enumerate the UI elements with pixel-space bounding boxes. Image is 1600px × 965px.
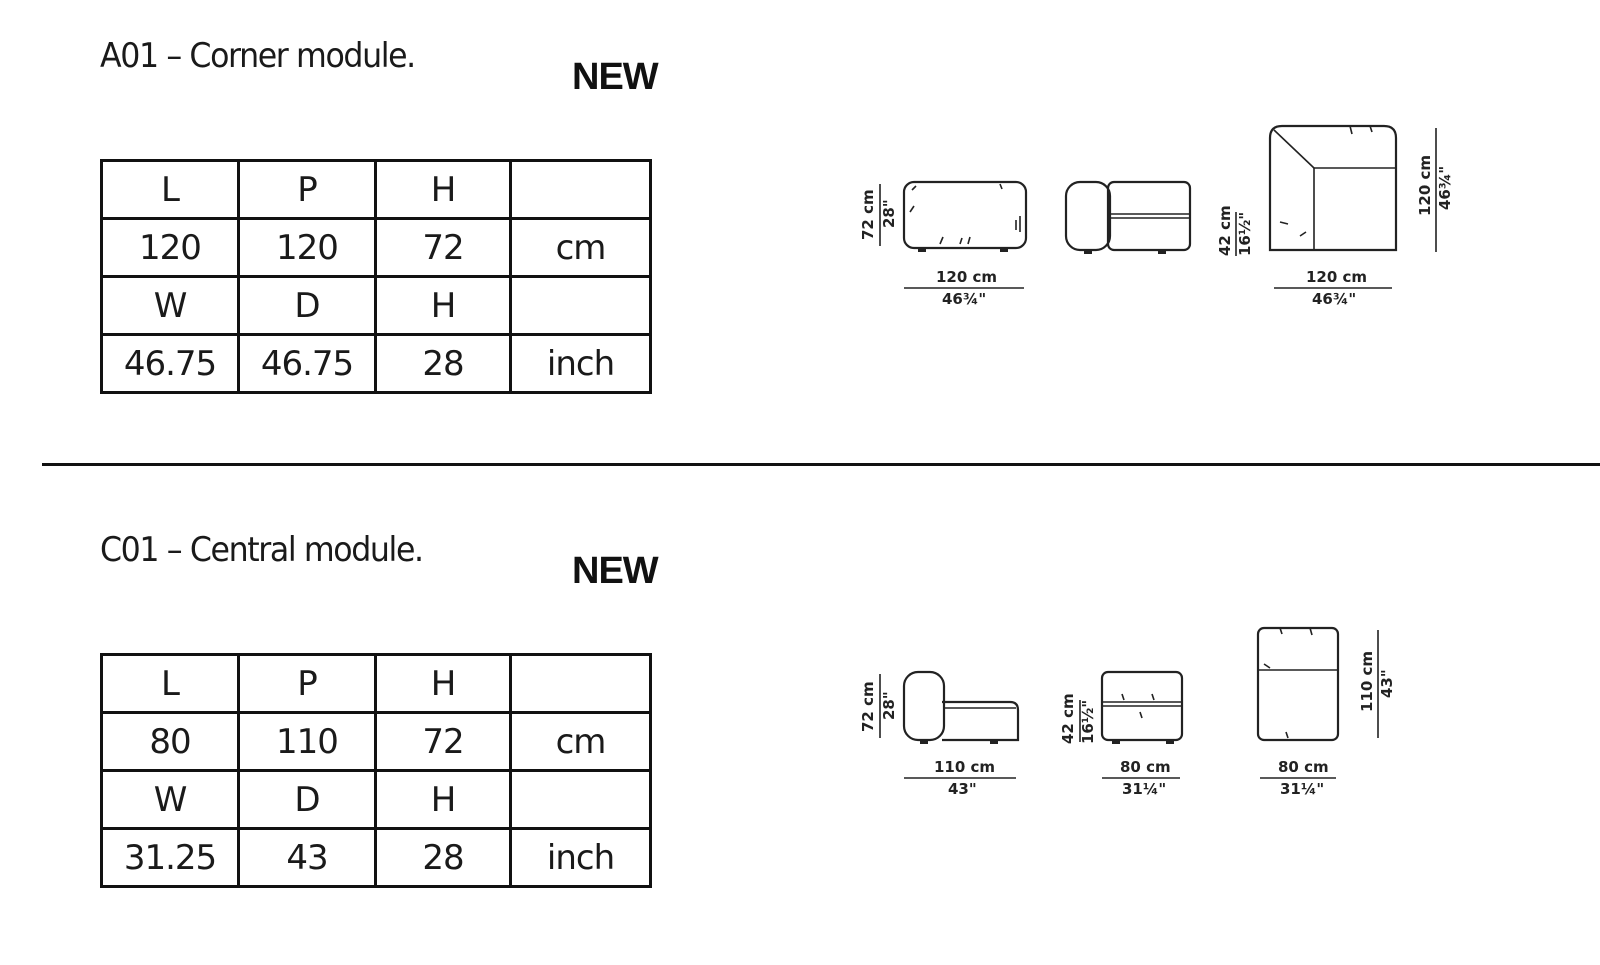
- table-cell: L: [100, 653, 240, 714]
- dimension-label: 31¼": [1122, 780, 1166, 798]
- table-cell: 43: [237, 827, 377, 888]
- dimension-label: 31¼": [1280, 780, 1324, 798]
- corner-module-drawings: 72 cm 28" 120 cm 46¾" 42 cm 16½": [859, 124, 1454, 308]
- table-cell: W: [100, 769, 240, 830]
- dimension-label: 16½": [1079, 700, 1097, 744]
- table-cell: [509, 653, 652, 714]
- table-cell: 120: [237, 217, 377, 278]
- dimension-label: 72 cm: [859, 681, 877, 732]
- table-row: 46.75 46.75 28 inch: [100, 333, 652, 394]
- dimension-label: 28": [880, 691, 898, 720]
- table-cell: cm: [509, 711, 652, 772]
- section-corner-module: A01 – Corner module. NEW L P H 120 120 7…: [0, 0, 1600, 470]
- side-view-drawing: 72 cm 28" 110 cm 43": [859, 670, 1020, 798]
- dimension-label: 46¾": [942, 290, 986, 308]
- module-title: C01 – Central module.: [100, 530, 424, 570]
- table-row: L P H: [100, 653, 652, 714]
- front-view-drawing: 42 cm 16½": [1064, 180, 1254, 256]
- module-title: A01 – Corner module.: [100, 36, 416, 76]
- dimension-label: 120 cm: [1306, 268, 1367, 286]
- table-cell: [509, 159, 652, 220]
- table-cell: H: [374, 159, 512, 220]
- table-cell: 28: [374, 827, 512, 888]
- dimension-label: 72 cm: [859, 189, 877, 240]
- dimension-label: 46¾": [1436, 166, 1454, 210]
- table-cell: P: [237, 159, 377, 220]
- table-cell: 72: [374, 217, 512, 278]
- plan-view-drawing: 120 cm 46¾" 120 cm 46¾": [1268, 124, 1454, 308]
- table-cell: [509, 769, 652, 830]
- dimension-label: 80 cm: [1278, 758, 1329, 776]
- section-divider: [42, 463, 1600, 466]
- dimension-label: 28": [880, 199, 898, 228]
- table-cell: 80: [100, 711, 240, 772]
- dimension-label: 120 cm: [936, 268, 997, 286]
- table-cell: 110: [237, 711, 377, 772]
- dimensions-table: L P H 120 120 72 cm W D H 46.75 46.75 28…: [100, 159, 652, 394]
- table-cell: P: [237, 653, 377, 714]
- table-cell: cm: [509, 217, 652, 278]
- dimension-label: 120 cm: [1416, 155, 1434, 216]
- table-cell: D: [237, 275, 377, 336]
- table-cell: 72: [374, 711, 512, 772]
- dimension-label: 110 cm: [1358, 651, 1376, 712]
- new-badge: NEW: [572, 56, 659, 98]
- dimension-label: 46¾": [1312, 290, 1356, 308]
- table-cell: 28: [374, 333, 512, 394]
- table-cell: 46.75: [100, 333, 240, 394]
- dimension-label: 43": [1378, 669, 1396, 698]
- new-badge: NEW: [572, 550, 659, 592]
- table-cell: L: [100, 159, 240, 220]
- table-cell: 120: [100, 217, 240, 278]
- table-row: 80 110 72 cm: [100, 711, 652, 772]
- dimension-label: 80 cm: [1120, 758, 1171, 776]
- central-module-drawings: 72 cm 28" 110 cm 43" 42 cm 16½" 80 cm 31…: [859, 626, 1396, 798]
- table-cell: [509, 275, 652, 336]
- table-row: W D H: [100, 275, 652, 336]
- table-cell: D: [237, 769, 377, 830]
- table-row: 120 120 72 cm: [100, 217, 652, 278]
- table-cell: H: [374, 275, 512, 336]
- section-central-module: C01 – Central module. NEW L P H 80 110 7…: [0, 494, 1600, 964]
- table-cell: inch: [509, 827, 652, 888]
- side-view-drawing: 72 cm 28" 120 cm 46¾": [859, 180, 1028, 308]
- dimension-label: 110 cm: [934, 758, 995, 776]
- table-cell: H: [374, 653, 512, 714]
- table-row: L P H: [100, 159, 652, 220]
- table-row: W D H: [100, 769, 652, 830]
- dimension-label: 42 cm: [1059, 693, 1077, 744]
- table-cell: 31.25: [100, 827, 240, 888]
- table-cell: H: [374, 769, 512, 830]
- table-cell: W: [100, 275, 240, 336]
- dimension-label: 42 cm: [1216, 205, 1234, 256]
- plan-view-drawing: 80 cm 31¼" 110 cm 43": [1256, 626, 1396, 798]
- dimension-label: 43": [948, 780, 977, 798]
- table-row: 31.25 43 28 inch: [100, 827, 652, 888]
- front-view-drawing: 42 cm 16½" 80 cm 31¼": [1059, 670, 1184, 798]
- dimensions-table: L P H 80 110 72 cm W D H 31.25 43 28 inc…: [100, 653, 652, 888]
- dimension-label: 16½": [1236, 212, 1254, 256]
- table-cell: inch: [509, 333, 652, 394]
- table-cell: 46.75: [237, 333, 377, 394]
